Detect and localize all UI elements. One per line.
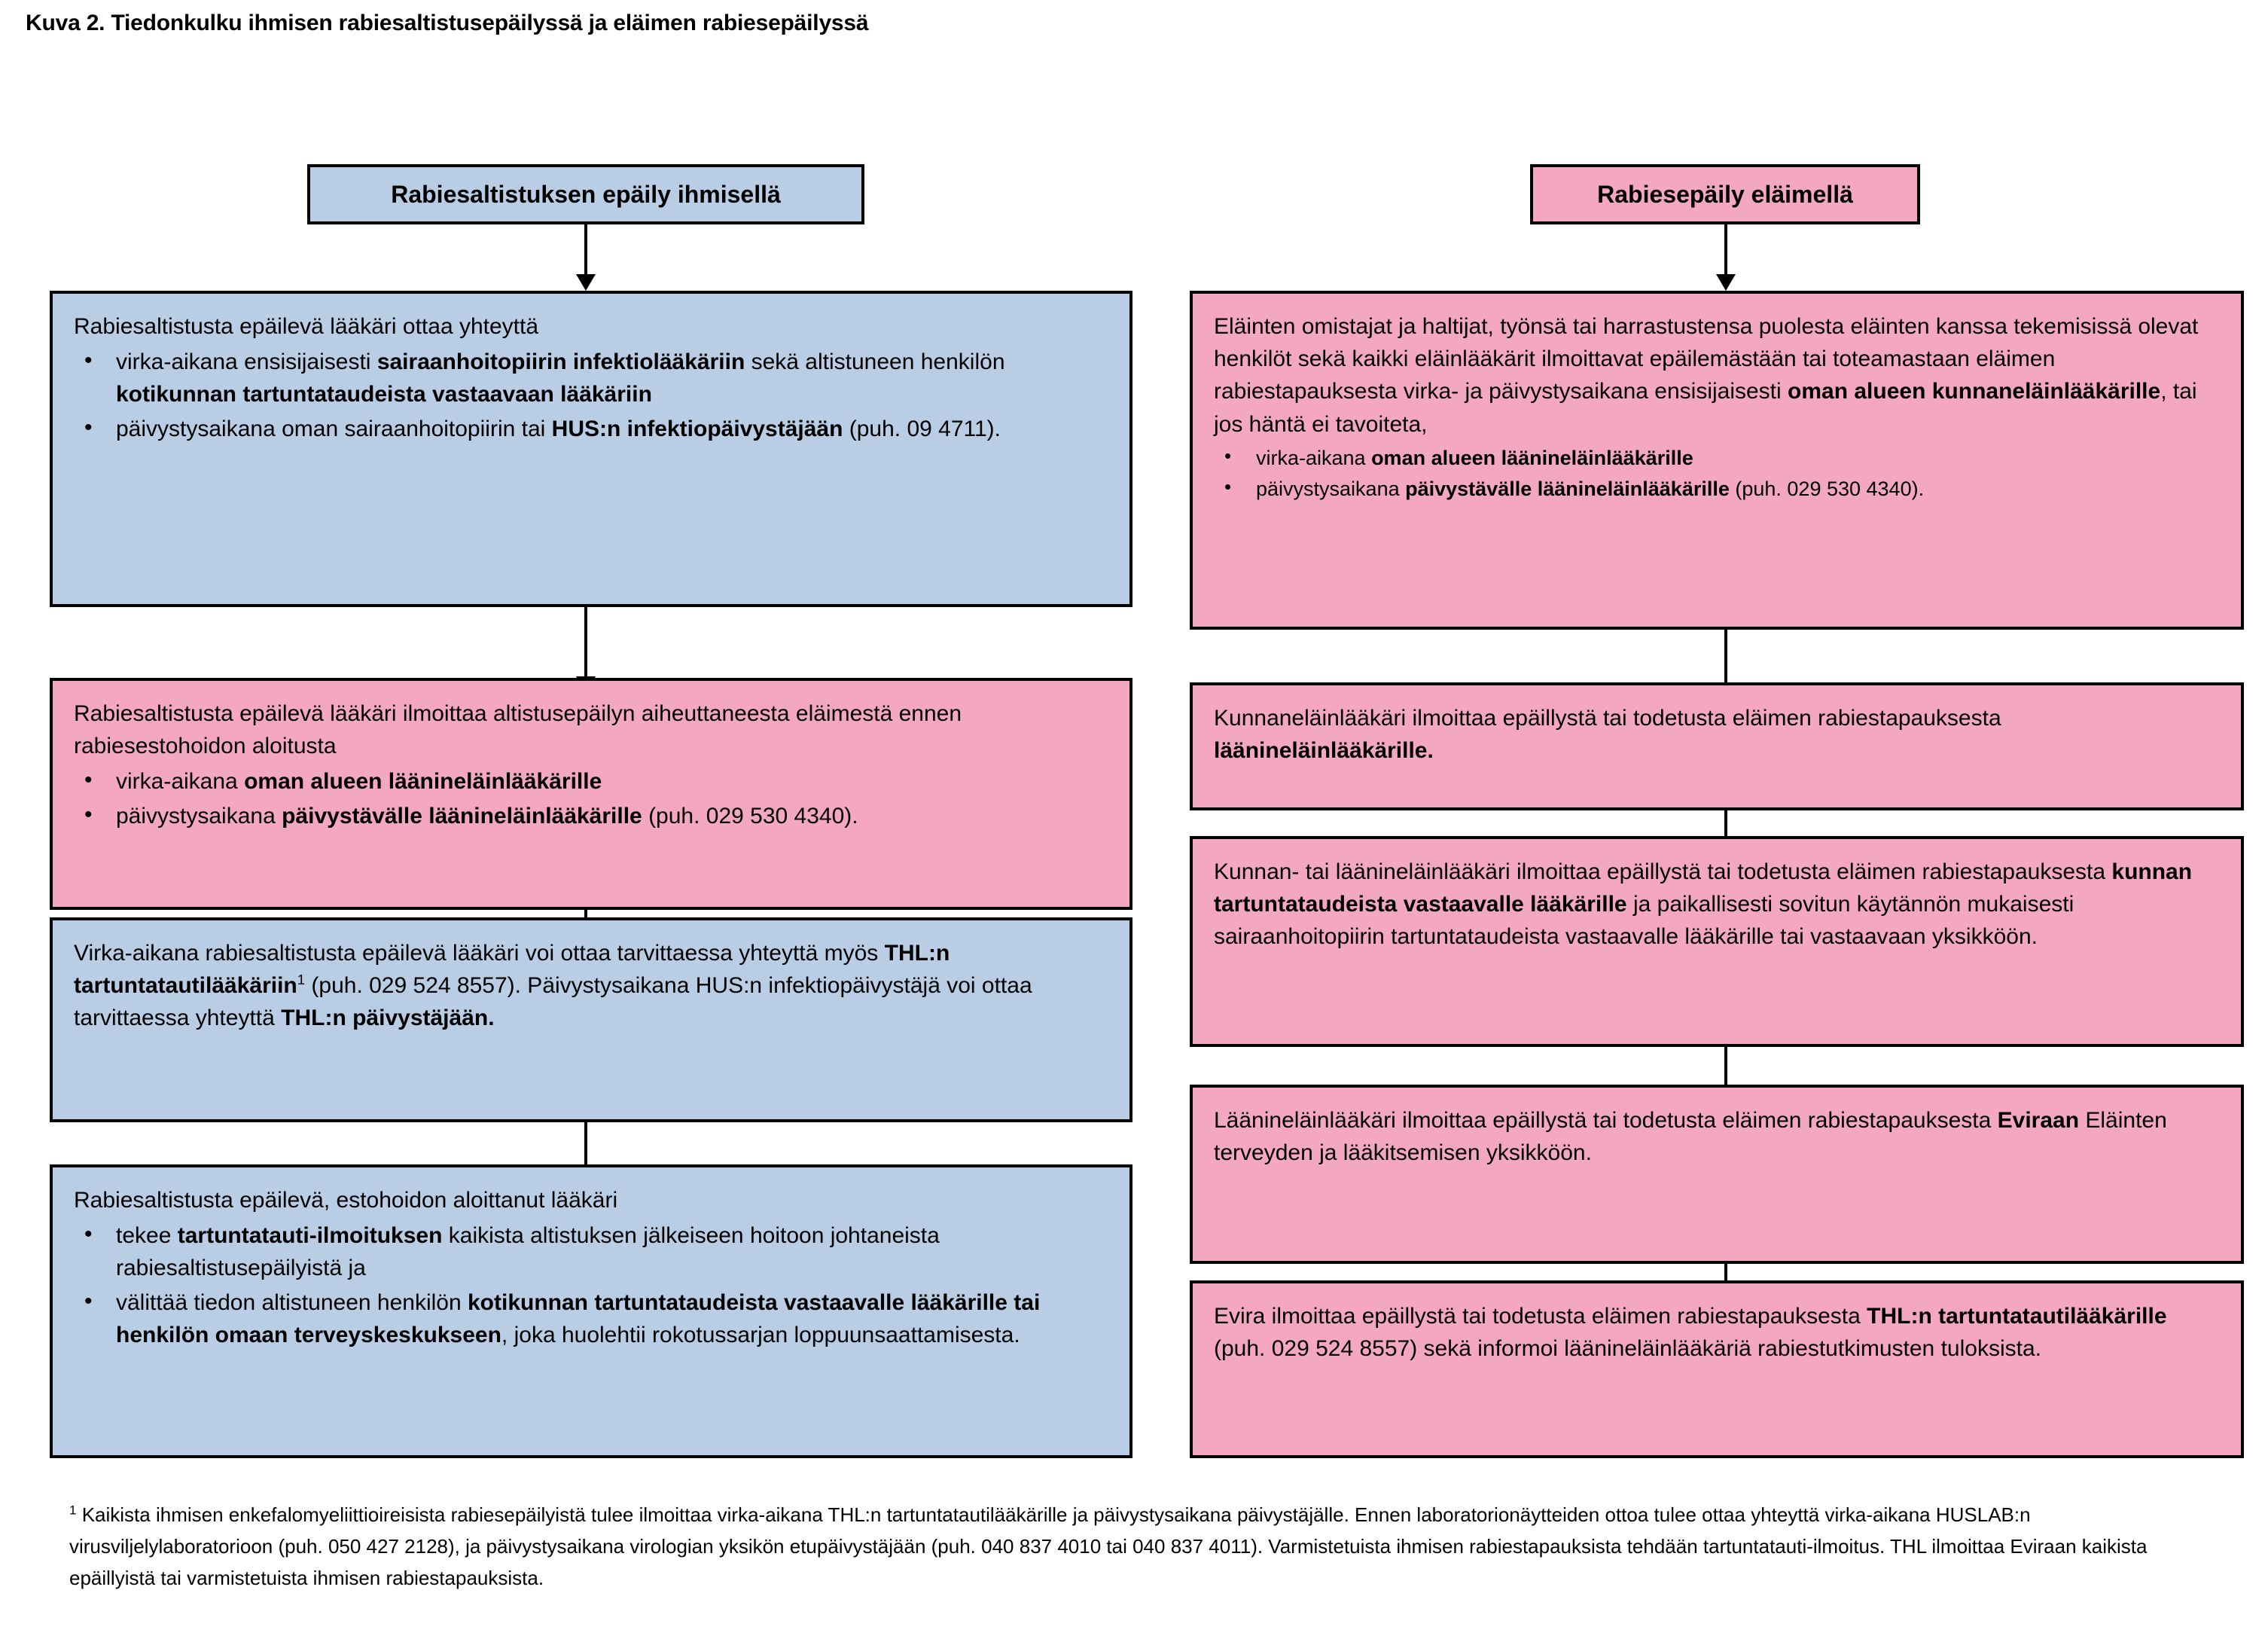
list-item: päivystysaikana päivystävälle läänineläi…: [74, 798, 1110, 832]
left-box-2-intro: Rabiesaltistusta epäilevä lääkäri ilmoit…: [74, 701, 962, 759]
header-box-animal: Rabiesepäily eläimellä: [1530, 164, 1920, 224]
list-item: välittää tiedon altistuneen henkilön kot…: [74, 1285, 1110, 1351]
left-box-1-intro: Rabiesaltistusta epäilevä lääkäri ottaa …: [74, 314, 539, 339]
header-box-human: Rabiesaltistuksen epäily ihmisellä: [307, 164, 864, 224]
list-item: päivystysaikana päivystävälle läänineläi…: [1214, 473, 2221, 504]
left-box-1-list: virka-aikana ensisijaisesti sairaanhoito…: [74, 344, 1110, 445]
left-box-4: Rabiesaltistusta epäilevä, estohoidon al…: [50, 1164, 1132, 1458]
list-item: virka-aikana oman alueen läänineläinlääk…: [74, 764, 1110, 798]
right-box-2-text: Kunnaneläinlääkäri ilmoittaa epäillystä …: [1214, 706, 2001, 764]
right-box-4: Läänineläinlääkäri ilmoittaa epäillystä …: [1190, 1085, 2244, 1264]
left-box-4-intro: Rabiesaltistusta epäilevä, estohoidon al…: [74, 1188, 618, 1213]
left-box-2-list: virka-aikana oman alueen läänineläinlääk…: [74, 764, 1110, 832]
header-box-human-label: Rabiesaltistuksen epäily ihmisellä: [391, 180, 781, 208]
right-box-3: Kunnan- tai läänineläinlääkäri ilmoittaa…: [1190, 836, 2244, 1047]
left-box-3: Virka-aikana rabiesaltistusta epäilevä l…: [50, 917, 1132, 1122]
right-box-1-intro: Eläinten omistajat ja haltijat, työnsä t…: [1214, 314, 2199, 437]
list-item: virka-aikana oman alueen läänineläinlääk…: [1214, 442, 2221, 473]
right-box-1: Eläinten omistajat ja haltijat, työnsä t…: [1190, 291, 2244, 630]
header-box-animal-label: Rabiesepäily eläimellä: [1597, 180, 1853, 208]
left-box-2: Rabiesaltistusta epäilevä lääkäri ilmoit…: [50, 678, 1132, 910]
right-box-5-text: Evira ilmoittaa epäillystä tai todetusta…: [1214, 1304, 2167, 1362]
left-box-3-text: Virka-aikana rabiesaltistusta epäilevä l…: [74, 941, 1032, 1031]
right-box-5: Evira ilmoittaa epäillystä tai todetusta…: [1190, 1280, 2244, 1458]
list-item: päivystysaikana oman sairaanhoitopiirin …: [74, 411, 1110, 445]
left-box-4-list: tekee tartuntatauti-ilmoituksen kaikista…: [74, 1218, 1110, 1351]
figure-caption: Kuva 2. Tiedonkulku ihmisen rabiesaltist…: [26, 11, 869, 35]
right-box-1-list: virka-aikana oman alueen läänineläinlääk…: [1214, 442, 2221, 504]
right-box-3-text: Kunnan- tai läänineläinlääkäri ilmoittaa…: [1214, 859, 2193, 950]
list-item: tekee tartuntatauti-ilmoituksen kaikista…: [74, 1218, 1110, 1284]
footnote: 1 Kaikista ihmisen enkefalomyeliittioire…: [69, 1499, 2223, 1594]
footnote-marker: 1: [69, 1503, 77, 1518]
footnote-text: Kaikista ihmisen enkefalomyeliittioireis…: [69, 1503, 2148, 1590]
list-item: virka-aikana ensisijaisesti sairaanhoito…: [74, 344, 1110, 410]
left-box-1: Rabiesaltistusta epäilevä lääkäri ottaa …: [50, 291, 1132, 607]
right-box-4-text: Läänineläinlääkäri ilmoittaa epäillystä …: [1214, 1108, 2167, 1166]
right-box-2: Kunnaneläinlääkäri ilmoittaa epäillystä …: [1190, 682, 2244, 810]
